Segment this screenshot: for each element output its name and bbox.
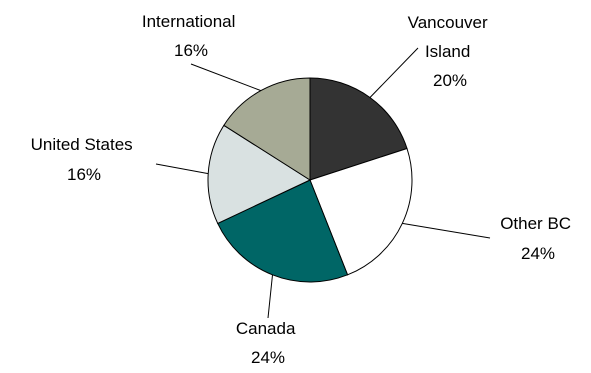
leader-line-united-states	[155, 163, 209, 175]
leader-line-vancouver-island	[369, 47, 419, 98]
slice-name-line-1: Vancouver	[408, 13, 488, 32]
slice-percent: 24%	[251, 348, 285, 367]
leader-line-canada	[267, 274, 273, 319]
leader-line-international	[190, 63, 262, 92]
slice-label-vancouver-island: Vancouver Island 20%	[408, 13, 493, 90]
slice-percent: 24%	[521, 244, 555, 263]
pie-slice-united-states	[207, 124, 312, 225]
slice-name-line-1: Other BC	[500, 214, 571, 233]
slice-name-line-1: International	[142, 12, 236, 31]
slice-label-canada: Canada 24%	[236, 319, 300, 367]
leader-lines	[155, 47, 491, 319]
slice-name-line-1: Canada	[236, 319, 296, 338]
slice-percent: 20%	[433, 71, 467, 90]
slice-percent: 16%	[174, 41, 208, 60]
slice-label-international: International 16%	[142, 12, 240, 60]
pie-slice-vancouver-island	[309, 77, 408, 181]
slice-label-other-bc: Other BC 24%	[500, 214, 576, 263]
slice-percent: 16%	[67, 165, 101, 184]
pie-slices	[207, 77, 413, 283]
slice-label-united-states: United States 16%	[31, 135, 138, 184]
slice-name-line-2: Island	[425, 42, 470, 61]
pie-slice-international	[223, 77, 311, 181]
leader-line-other-bc	[402, 222, 491, 239]
pie-slice-canada	[217, 179, 349, 283]
slice-name-line-1: United States	[31, 135, 133, 154]
